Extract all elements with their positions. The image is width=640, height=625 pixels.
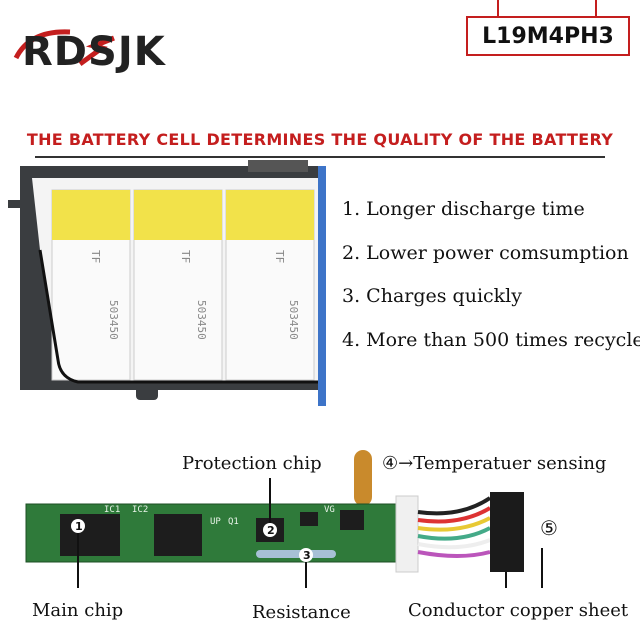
protection-board-image: 1 2 3 IC1 IC2 UP Q1 VG xyxy=(25,450,543,588)
logo-text: RDSJK xyxy=(22,29,166,75)
cell-print-model: 503450 xyxy=(287,300,300,340)
model-badge: L19M4PH3 xyxy=(466,16,630,56)
brand-logo: RDSJK xyxy=(10,18,180,78)
label-resistance: Resistance xyxy=(252,602,351,623)
pcb-silkscreen: IC1 xyxy=(104,505,120,515)
pcb-silkscreen: UP xyxy=(210,517,221,527)
label-protection-chip: Protection chip xyxy=(182,453,322,474)
label-main-chip: Main chip xyxy=(32,600,124,621)
feature-item: 4. More than 500 times recycle xyxy=(342,328,640,351)
marker-main-chip: 1 xyxy=(75,520,83,533)
battery-cells xyxy=(51,189,315,381)
cell-print-model: 503450 xyxy=(195,300,208,340)
headline: THE BATTERY CELL DETERMINES THE QUALITY … xyxy=(26,130,614,149)
label-temperature-sensing: ④→Temperatuer sensing xyxy=(382,453,607,474)
feature-item: 1. Longer discharge time xyxy=(342,198,585,220)
cell-print-brand: TF xyxy=(89,250,102,263)
marker-resistance: 3 xyxy=(303,549,311,562)
logo-swoosh-icon xyxy=(13,29,115,67)
feature-item: 3. Charges quickly xyxy=(342,285,522,307)
feature-item: 2. Lower power comsumption xyxy=(342,241,629,264)
headline-divider xyxy=(35,156,605,158)
cell-print-brand: TF xyxy=(179,250,192,263)
cell-print-brand: TF xyxy=(273,250,286,263)
marker-protection-chip: 2 xyxy=(267,524,275,537)
label-conductor-copper-sheet: Conductor copper sheet xyxy=(408,600,629,621)
pcb-silkscreen: VG xyxy=(324,505,335,515)
cell-print-model: 503450 xyxy=(107,300,120,340)
pcb-silkscreen: Q1 xyxy=(228,517,239,527)
feature-list: 1. Longer discharge time 2. Lower power … xyxy=(342,188,640,362)
battery-pack-image: TF TF TF 503450 503450 503450 xyxy=(8,160,326,406)
pcb-silkscreen: IC2 xyxy=(132,505,148,515)
model-badge-bracket xyxy=(497,0,597,18)
marker-conductor: ⑤ xyxy=(540,516,558,540)
